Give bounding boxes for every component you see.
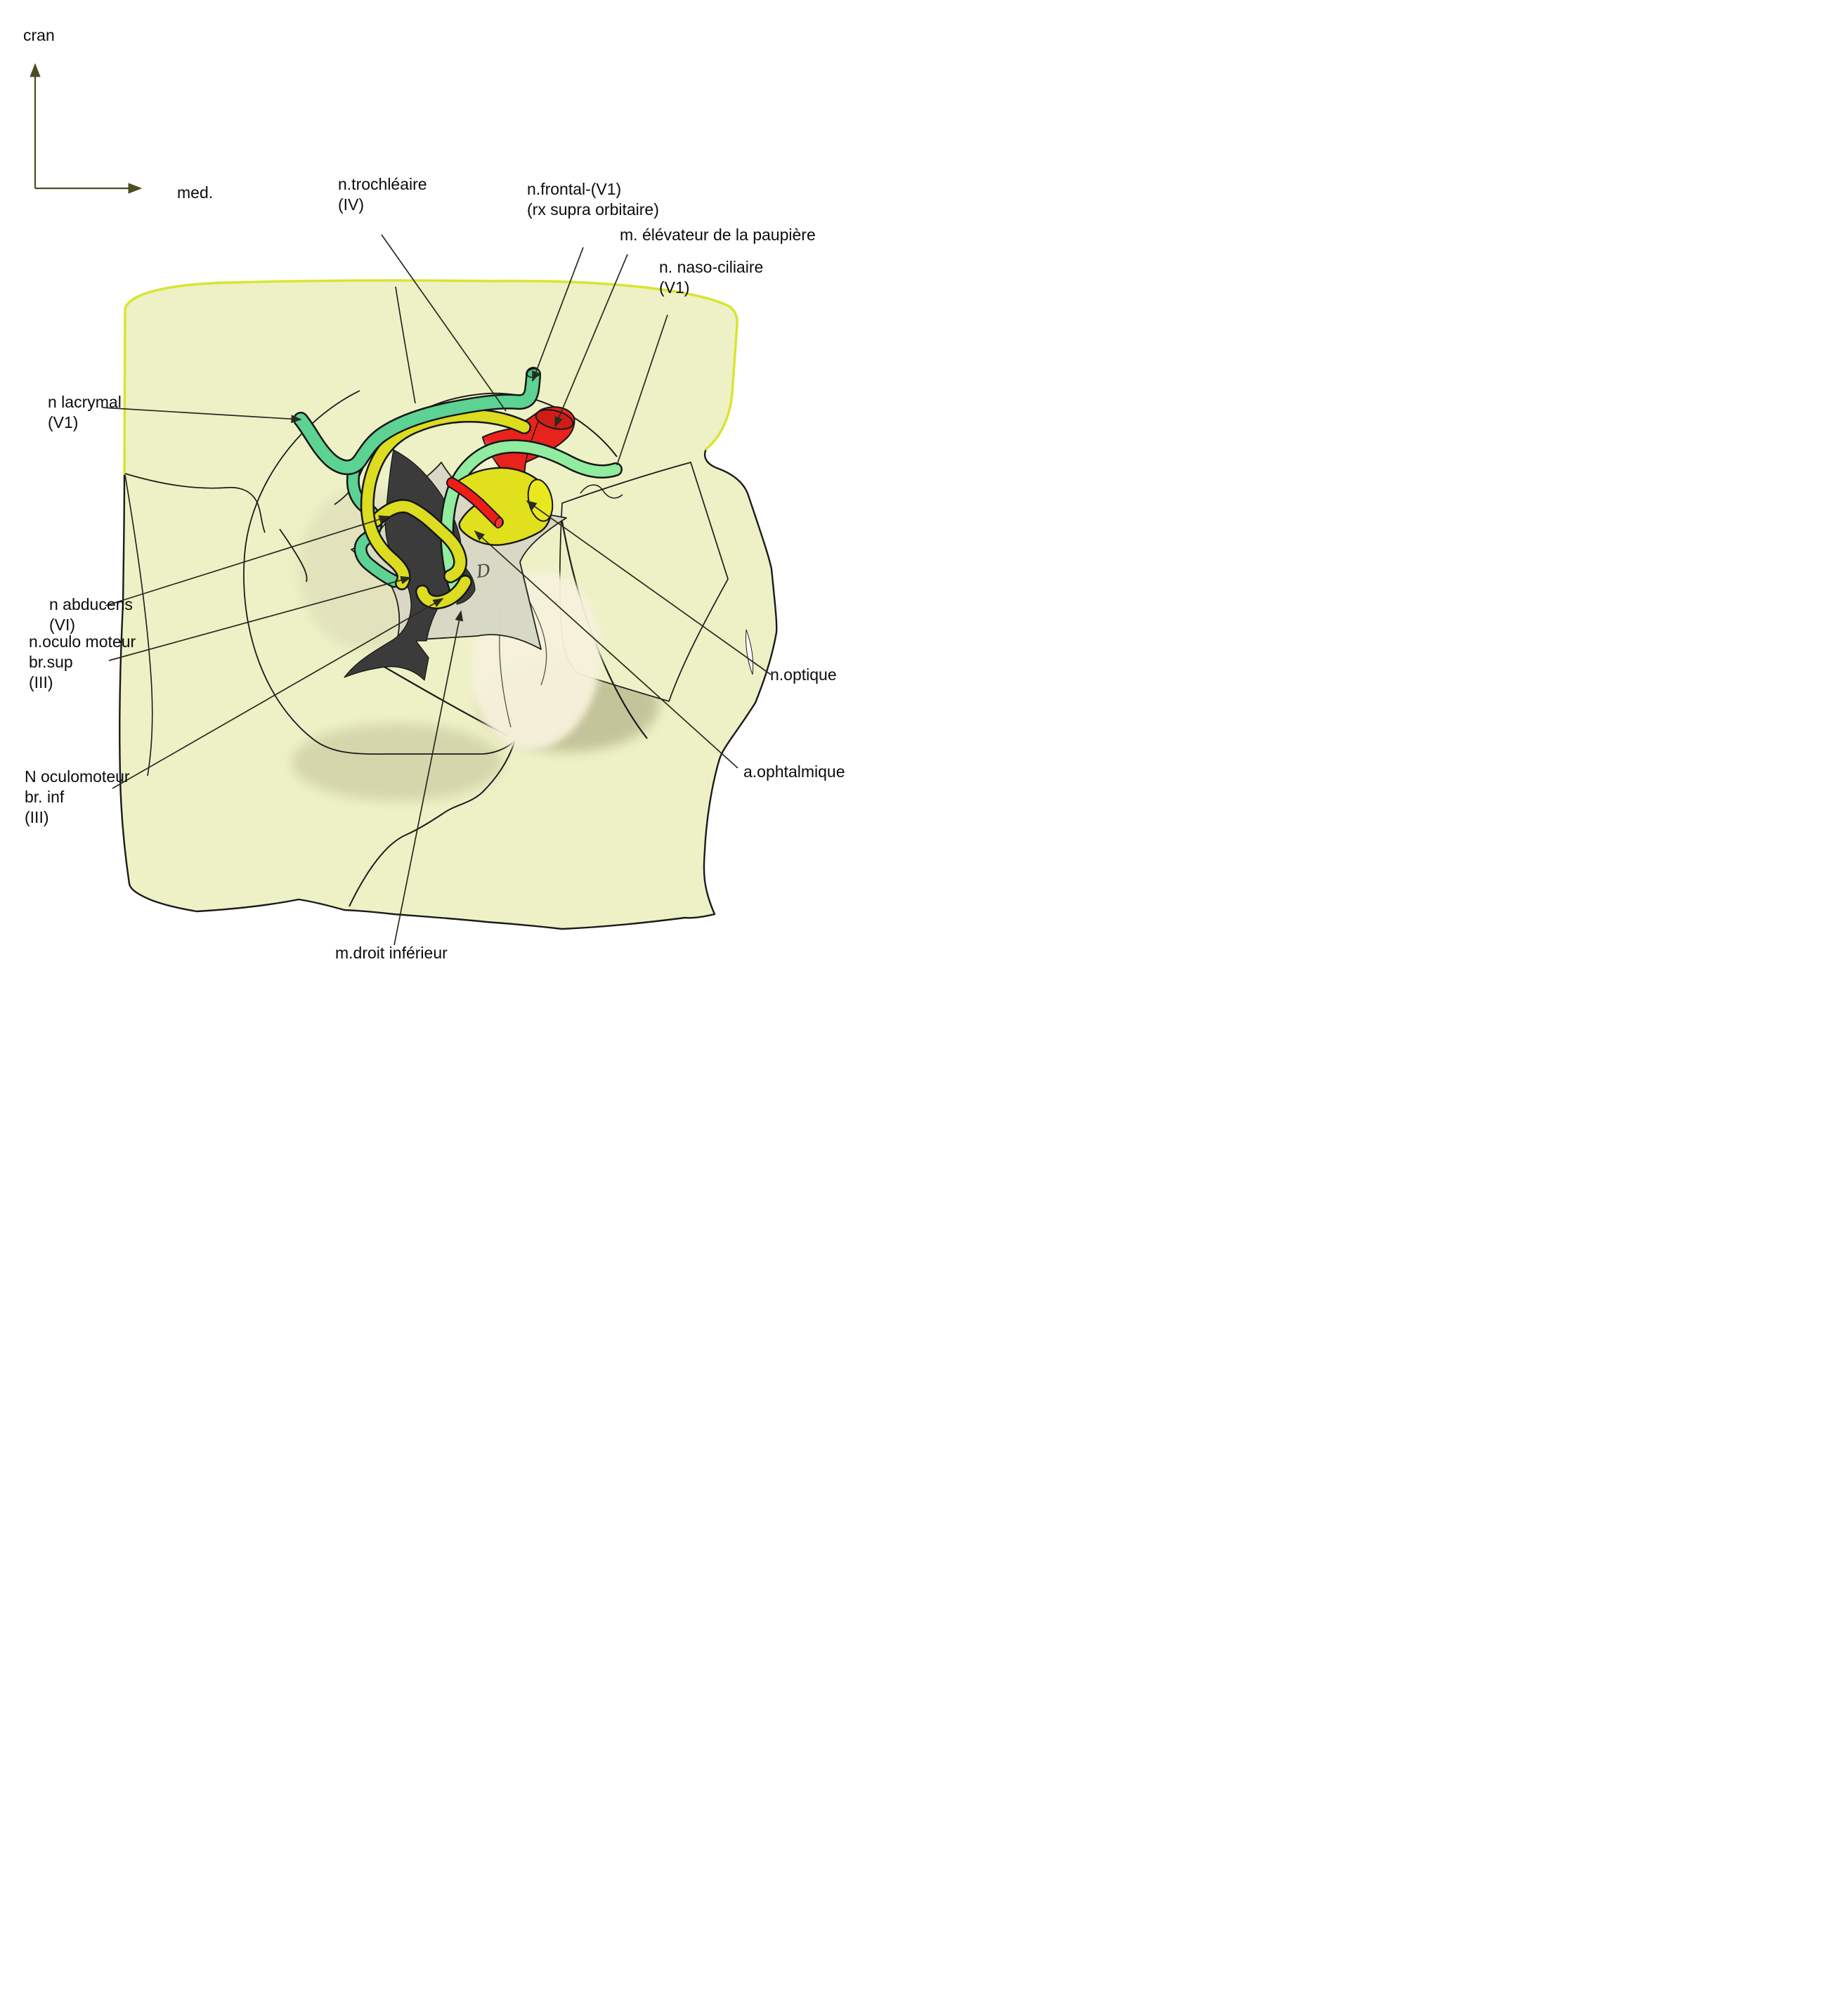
leader-lacrimal <box>102 407 302 424</box>
label-abducens-nerve: n abducens (VI) <box>49 595 133 635</box>
left-flap-suture <box>124 474 153 776</box>
signature: D <box>475 559 492 583</box>
leader-nasociliary <box>616 314 668 466</box>
label-optic-nerve: n.optique <box>770 665 837 684</box>
optic-nerve-cylinder <box>455 467 552 546</box>
left-wiggle-suture <box>124 473 266 533</box>
leader-trochlear <box>381 234 507 412</box>
label-lacrimal-nerve: n lacrymal (V1) <box>48 393 122 432</box>
oculomotor-sup-tube <box>362 410 530 589</box>
leader-ophthalmic <box>474 530 738 769</box>
flap-crack-line <box>349 740 516 907</box>
bone-bumps-line <box>580 484 623 499</box>
label-frontal-nerve: n.frontal-(V1) (rx supra orbitaire) <box>527 180 659 219</box>
abducens-nerve-tube <box>370 500 466 582</box>
label-axis-medial: med. <box>177 183 214 202</box>
lower-shadow-left <box>292 724 502 801</box>
leader-oculomotor-inf <box>112 598 444 789</box>
leader-inferior-rectus <box>393 610 464 946</box>
levator-cut-cap <box>535 409 574 430</box>
leader-oculomotor-sup <box>108 575 412 661</box>
label-axis-cranial: cran <box>23 26 55 44</box>
anatomy-illustration <box>30 63 778 946</box>
leader-frontal <box>532 247 584 382</box>
suture-line-top-to-dome <box>395 286 416 404</box>
frontal-lacrimal-nerve-tube <box>294 368 540 474</box>
label-oculomotor-inf: N oculomoteur br. inf (III) <box>25 767 130 827</box>
ophthalmic-artery-tube <box>448 479 502 526</box>
v1-branch-tube <box>348 460 399 586</box>
label-nasociliary-nerve: n. naso-ciliaire (V1) <box>659 258 764 297</box>
diagram-canvas: cran med. n.trochléaire (IV) n.frontal-(… <box>0 0 924 995</box>
label-oculomotor-sup: n.oculo moteur br.sup (III) <box>29 632 136 692</box>
bone-gap-sliver <box>746 629 754 675</box>
orbital-rim-circle-left <box>243 390 516 755</box>
ophthalmic-artery-cut-cap <box>495 516 503 529</box>
label-trochlear-nerve: n.trochléaire (IV) <box>338 175 427 214</box>
leader-abducens <box>105 515 390 606</box>
hook-suture-line <box>279 528 308 583</box>
plate-border-highlight <box>123 279 738 475</box>
leader-levator <box>554 254 628 428</box>
label-levator-muscle: m. élévateur de la paupière <box>620 226 816 244</box>
label-inferior-rectus: m.droit inférieur <box>335 944 448 962</box>
inferior-rectus-outline-right <box>528 600 547 686</box>
label-ophthalmic-artery: a.ophtalmique <box>743 762 845 781</box>
leader-optic <box>526 500 772 675</box>
